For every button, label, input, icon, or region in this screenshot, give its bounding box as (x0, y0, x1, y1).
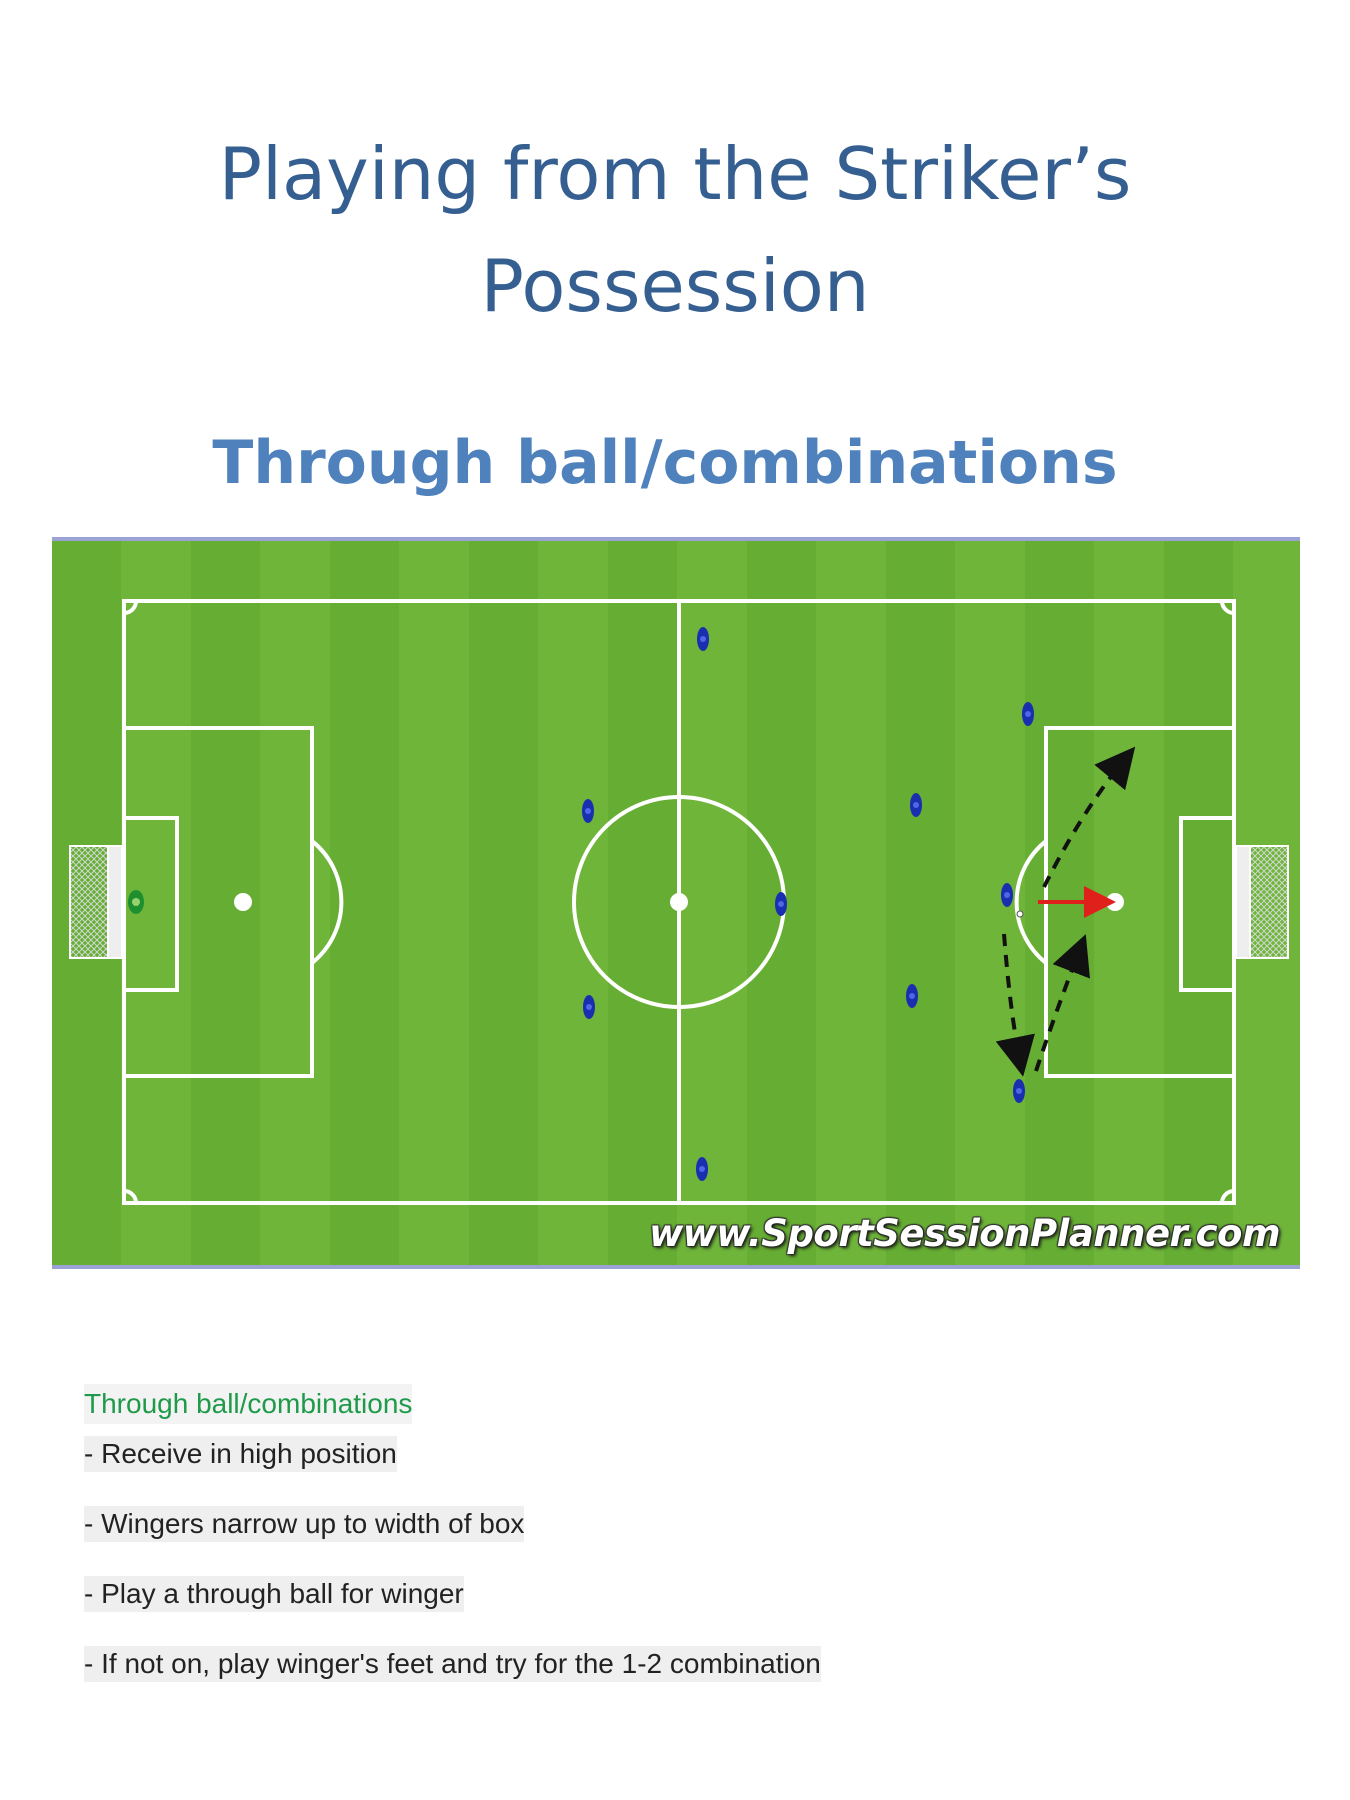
corner-arc-tl (123, 600, 138, 615)
player (906, 984, 918, 1008)
right-penalty-arc (1014, 839, 1048, 965)
left-goal (69, 845, 123, 959)
right-penalty-spot (1106, 893, 1124, 911)
pitch-diagram: www.SportSessionPlanner.com (52, 537, 1300, 1269)
player (910, 793, 922, 817)
run-arrow-down (995, 933, 1035, 1077)
arrows (995, 746, 1136, 1077)
notes-heading: Through ball/combinations (84, 1384, 413, 1424)
goalkeeper (128, 890, 144, 914)
player (582, 799, 594, 823)
list-item: - Receive in high position (84, 1436, 1284, 1472)
pitch-markings (122, 599, 1236, 1205)
watermark: www.SportSessionPlanner.com (649, 1212, 1280, 1255)
left-penalty-spot (234, 893, 252, 911)
corner-arc-tr (1220, 600, 1235, 615)
note-text: - Play a through ball for winger (84, 1576, 464, 1612)
player (1022, 702, 1034, 726)
right-goal (1235, 845, 1289, 959)
left-goal-area (122, 816, 179, 992)
list-item: - Play a through ball for winger (84, 1576, 1284, 1612)
run-arrow-upper (1042, 746, 1136, 888)
return-arrow-up (1034, 934, 1090, 1072)
pitch-svg (52, 541, 1300, 1265)
player (1013, 1079, 1025, 1103)
list-item: - If not on, play winger's feet and try … (84, 1646, 1284, 1682)
player (583, 995, 595, 1019)
corner-arc-bl (123, 1189, 138, 1204)
page-title-line-1: Playing from the Striker’s (218, 132, 1132, 216)
ball (1016, 910, 1024, 918)
centre-spot (670, 893, 688, 911)
page-title: Playing from the Striker’s Possession (0, 118, 1350, 342)
page-title-line-2: Possession (480, 244, 870, 328)
note-text: - If not on, play winger's feet and try … (84, 1646, 821, 1682)
notes-section: Through ball/combinations - Receive in h… (84, 1384, 1284, 1682)
player (1001, 883, 1013, 907)
players (582, 627, 1034, 1181)
left-penalty-arc (310, 839, 344, 965)
corner-arc-br (1220, 1189, 1235, 1204)
note-text: - Receive in high position (84, 1436, 397, 1472)
note-text: - Wingers narrow up to width of box (84, 1506, 525, 1542)
player (697, 627, 709, 651)
player (696, 1157, 708, 1181)
right-goal-area (1179, 816, 1236, 992)
list-item: - Wingers narrow up to width of box (84, 1506, 1284, 1542)
player (775, 892, 787, 916)
page-subtitle: Through ball/combinations (212, 428, 1118, 498)
